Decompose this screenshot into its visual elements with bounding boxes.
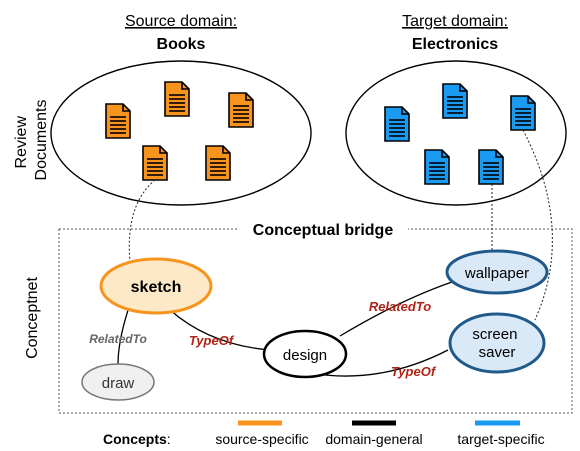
target-documents-ellipse bbox=[345, 60, 567, 206]
legend-title-text: Concepts bbox=[103, 431, 167, 447]
source-document-icon bbox=[205, 145, 231, 181]
edge-label-typeof-right: TypeOf bbox=[391, 364, 437, 379]
review-label-line2: Documents bbox=[33, 100, 50, 181]
concept-label-wallpaper: wallpaper bbox=[464, 265, 529, 282]
source-documents-ellipse bbox=[50, 60, 312, 206]
source-document-icon bbox=[164, 81, 190, 117]
edge-label-relatedto-right: RelatedTo bbox=[369, 299, 431, 314]
legend-label-general: domain-general bbox=[325, 431, 422, 447]
target-document-icon bbox=[424, 149, 450, 185]
concept-label-screen-saver: screen saver bbox=[472, 326, 521, 361]
concept-label-draw: draw bbox=[102, 375, 135, 392]
concept-label-sketch: sketch bbox=[131, 279, 182, 296]
concept-node-screen-saver bbox=[448, 312, 546, 374]
target-document-icon bbox=[510, 95, 536, 131]
target-document-icon bbox=[442, 83, 468, 119]
legend-title-colon: : bbox=[167, 431, 171, 447]
sketch-document-link bbox=[128, 179, 156, 263]
legend-label-source: source-specific bbox=[215, 431, 308, 447]
concept-node-wallpaper bbox=[445, 249, 549, 295]
source-document-icon bbox=[105, 103, 131, 139]
conceptnet-label: Conceptnet bbox=[24, 277, 41, 359]
edge-sketch-design bbox=[169, 309, 271, 351]
target-domain-label: Target domain: bbox=[402, 13, 508, 30]
source-document-icon bbox=[228, 92, 254, 128]
screensaver-document-link bbox=[522, 129, 553, 321]
legend-label-target: target-specific bbox=[457, 431, 544, 447]
target-domain-name: Electronics bbox=[412, 36, 498, 53]
source-domain-name: Books bbox=[157, 36, 206, 53]
review-documents-label: Review Documents bbox=[13, 100, 50, 181]
edge-label-relatedto-left: RelatedTo bbox=[89, 332, 147, 346]
bridge-label-bg bbox=[238, 219, 408, 239]
concept-label-design: design bbox=[283, 347, 327, 364]
legend-title: Concepts: bbox=[103, 431, 171, 447]
concept-node-sketch bbox=[99, 257, 213, 315]
edge-design-wallpaper bbox=[339, 281, 453, 337]
screen-saver-line1: screen bbox=[472, 326, 517, 343]
concept-node-design bbox=[262, 329, 348, 379]
conceptual-bridge-label: Conceptual bridge bbox=[253, 222, 394, 239]
review-label-line1: Review bbox=[13, 116, 30, 169]
target-document-icon bbox=[384, 106, 410, 142]
source-document-icon bbox=[142, 145, 168, 181]
screen-saver-line2: saver bbox=[479, 344, 516, 361]
edge-label-typeof-left: TypeOf bbox=[189, 333, 235, 348]
source-domain-label: Source domain: bbox=[125, 13, 237, 30]
concept-node-draw bbox=[81, 363, 155, 401]
target-document-icon bbox=[478, 149, 504, 185]
